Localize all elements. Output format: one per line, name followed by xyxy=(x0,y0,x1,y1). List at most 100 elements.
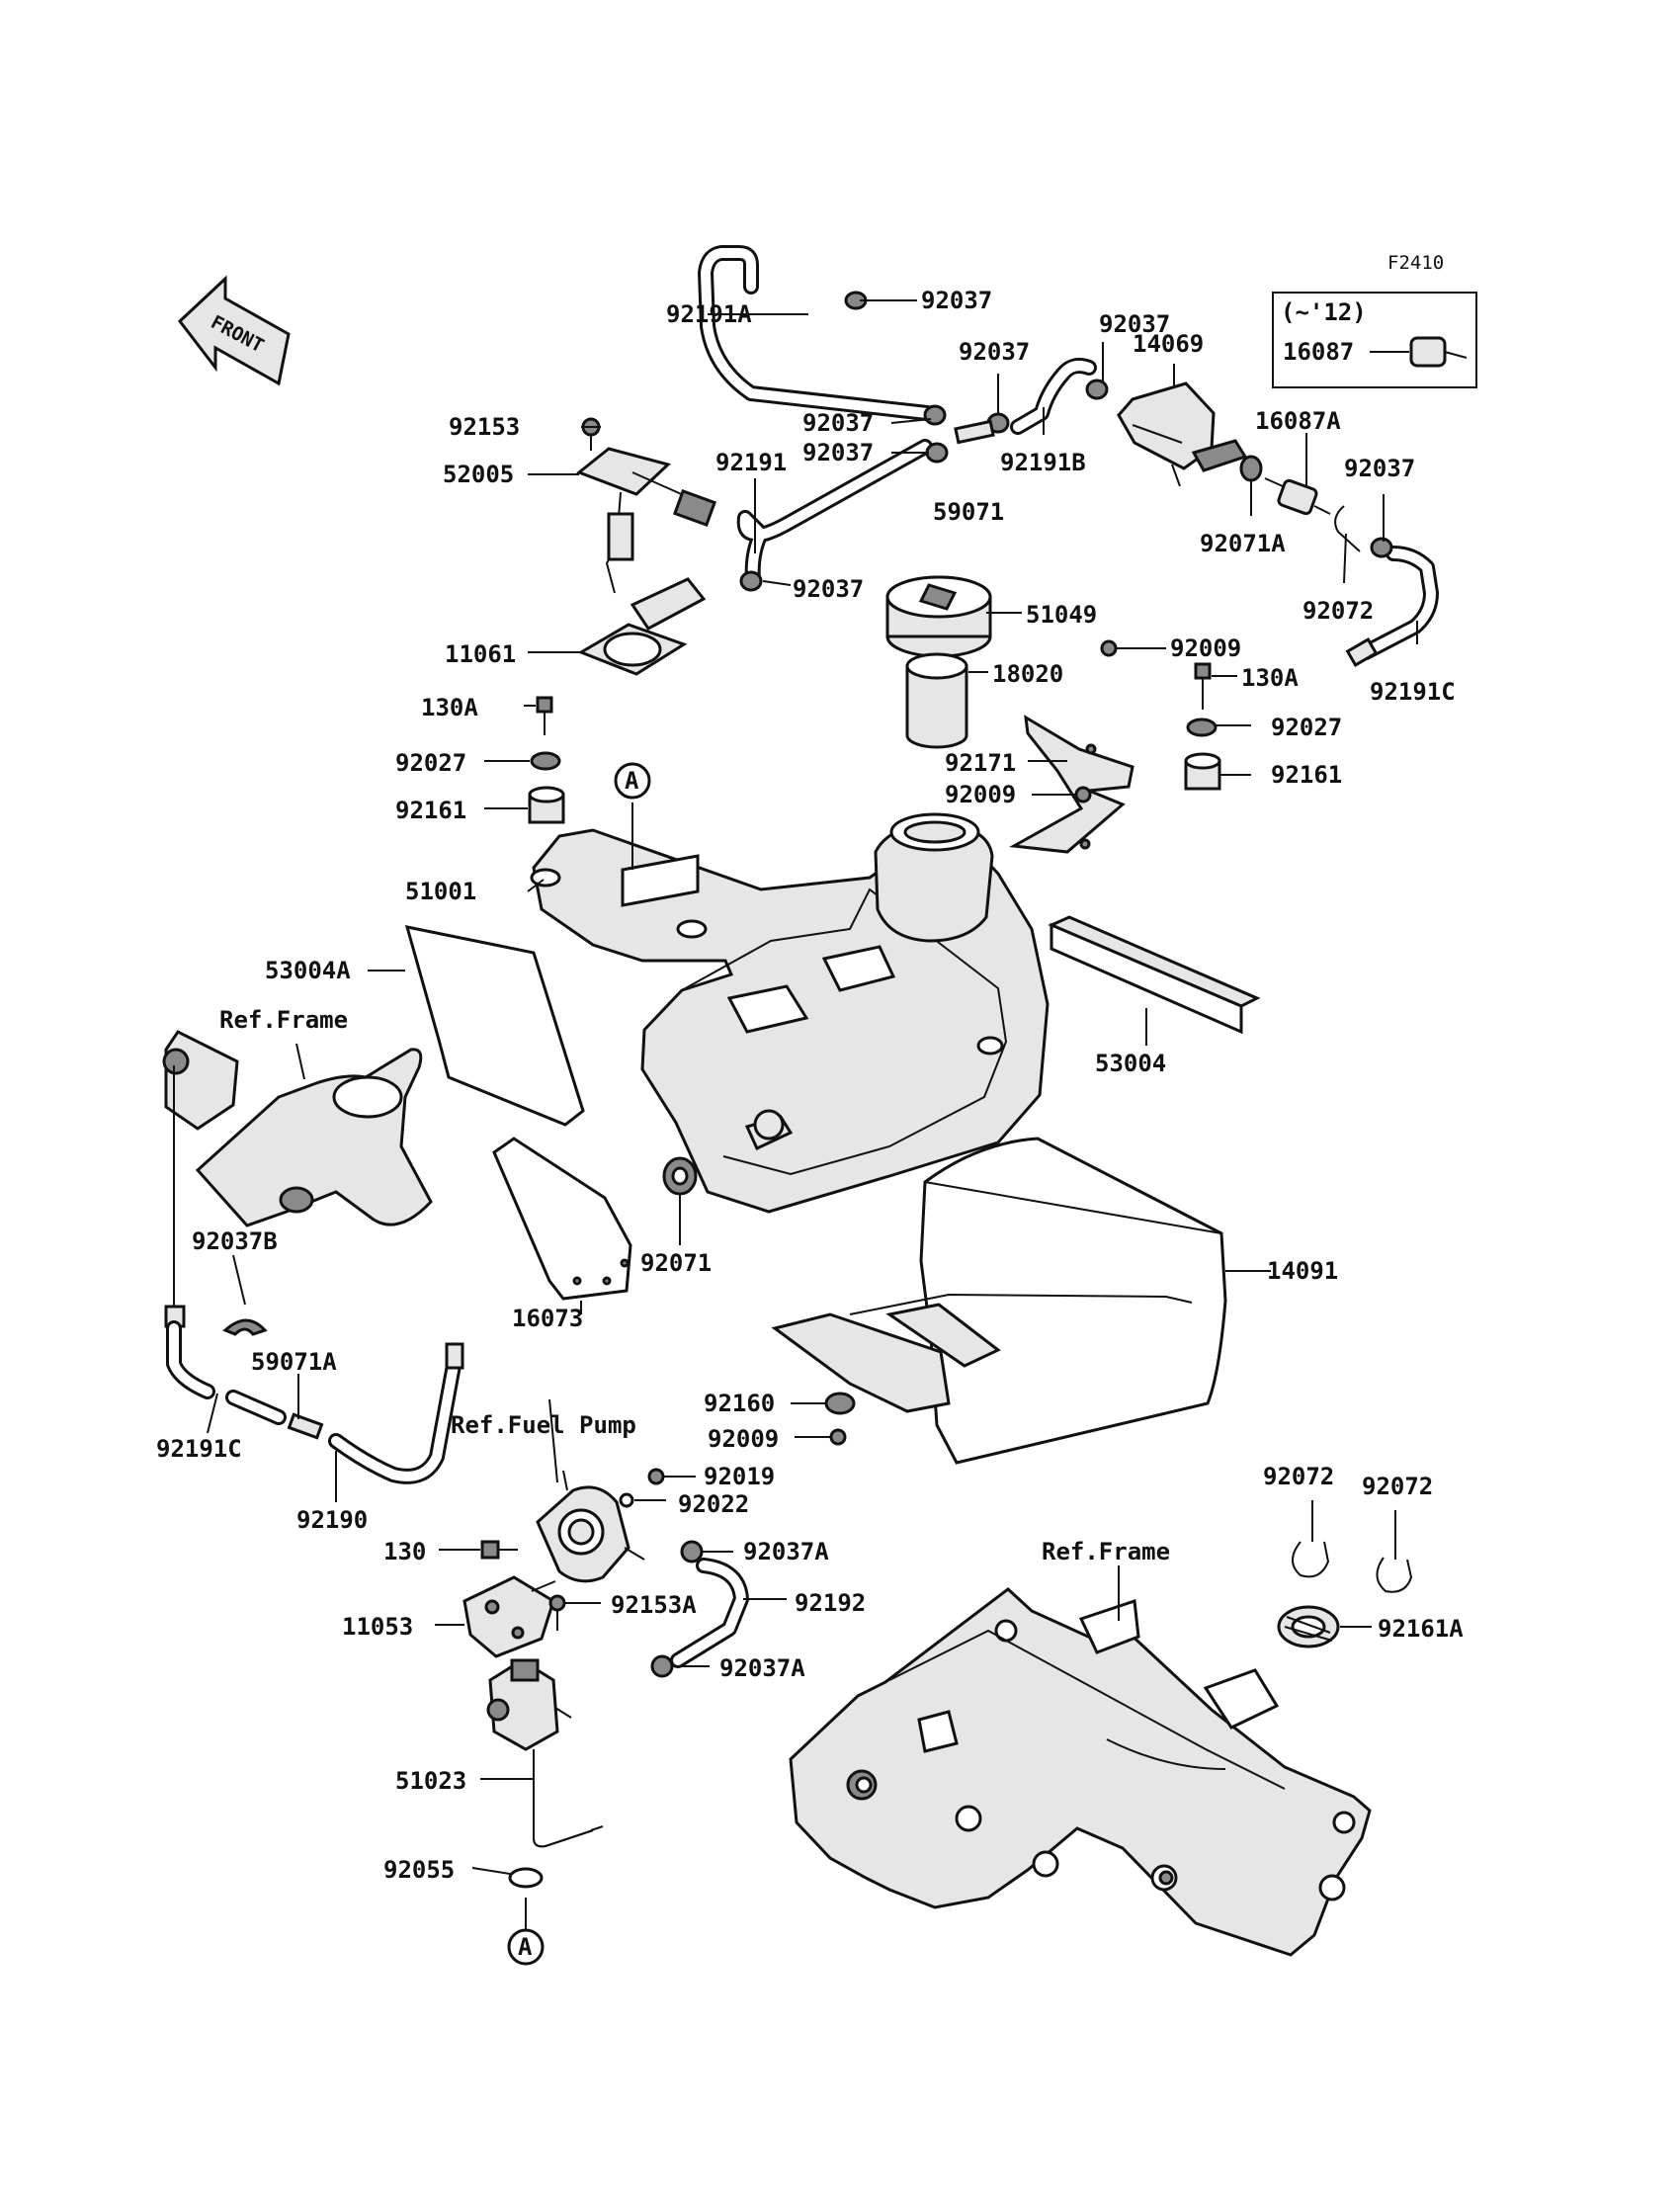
label-51049: 51049 xyxy=(1026,601,1097,629)
grommet-92071A xyxy=(1239,455,1263,482)
label-51001: 51001 xyxy=(405,878,476,905)
label-92072-right: 92072 xyxy=(1362,1473,1433,1500)
label-92153A: 92153A xyxy=(611,1591,697,1619)
bracket-92171 xyxy=(1009,715,1134,854)
washer-92027-left xyxy=(530,751,561,771)
ref-frame-left-label: Ref.Frame xyxy=(219,1006,348,1034)
oring-92055 xyxy=(508,1867,544,1889)
frame-right xyxy=(789,1587,1372,1957)
label-130A-left: 130A xyxy=(421,694,478,721)
label-92161A: 92161A xyxy=(1378,1615,1464,1643)
clamp-92072-left xyxy=(1292,1541,1330,1578)
frame-crossmember-left xyxy=(162,1030,433,1227)
damper-92161-right xyxy=(1184,752,1221,791)
label-92191C-low: 92191C xyxy=(156,1435,242,1463)
label-53004A: 53004A xyxy=(265,957,351,984)
label-92190: 92190 xyxy=(296,1506,368,1534)
label-92037B: 92037B xyxy=(192,1227,278,1255)
hose-92192 xyxy=(670,1558,749,1668)
clamp-92072-top xyxy=(1334,505,1361,552)
breather-hose-92191A xyxy=(698,245,935,421)
label-92192: 92192 xyxy=(795,1589,866,1617)
label-92009-c: 92009 xyxy=(708,1425,779,1453)
label-92037-d: 92037 xyxy=(802,439,874,466)
clamp-92072-right xyxy=(1376,1557,1413,1593)
label-16073: 16073 xyxy=(512,1305,583,1332)
hose-92191C-top xyxy=(1345,546,1439,667)
label-92161-right: 92161 xyxy=(1271,761,1342,789)
label-51023: 51023 xyxy=(395,1767,466,1795)
label-92037A-b: 92037A xyxy=(719,1654,805,1682)
damper-92161-left xyxy=(528,786,565,824)
label-16087A: 16087A xyxy=(1255,407,1341,435)
part-labels: 92191A 92037 92037 92037 14069 92153 520… xyxy=(156,287,1464,1884)
clamp-92037B xyxy=(222,1318,268,1336)
label-92037-a: 92037 xyxy=(959,338,1030,366)
screw-92009-c xyxy=(829,1428,847,1446)
callout-a-top-label: A xyxy=(625,767,639,795)
label-92019: 92019 xyxy=(704,1463,775,1490)
fuel-valve-51023 xyxy=(486,1658,604,1848)
label-92153: 92153 xyxy=(449,413,520,441)
label-52005: 52005 xyxy=(443,461,514,488)
label-11061: 11061 xyxy=(445,640,516,668)
clamp-92037-d xyxy=(1085,379,1109,400)
label-18020: 18020 xyxy=(992,660,1063,688)
label-92191B: 92191B xyxy=(1000,449,1086,476)
hose-92191 xyxy=(736,439,933,589)
joint-59071 xyxy=(954,419,995,445)
fuel-tank-51001 xyxy=(530,812,1050,1214)
inset-part-label: 16087 xyxy=(1283,338,1354,366)
strainer-18020 xyxy=(905,652,968,749)
washer-92022 xyxy=(619,1492,634,1508)
label-92072-top: 92072 xyxy=(1302,597,1374,625)
label-92171: 92171 xyxy=(945,749,1016,777)
label-92027-right: 92027 xyxy=(1271,714,1342,741)
leader-lines xyxy=(207,299,1418,1929)
label-92027-left: 92027 xyxy=(395,749,466,777)
label-92160: 92160 xyxy=(704,1390,775,1417)
label-92191A: 92191A xyxy=(666,300,752,328)
inset-range-label: (~'12) xyxy=(1281,298,1367,326)
inline-filter-small xyxy=(1409,336,1468,368)
hose-92191B xyxy=(1010,358,1097,435)
gasket-11061 xyxy=(577,623,688,676)
label-14091: 14091 xyxy=(1267,1257,1338,1285)
joint-59071A xyxy=(287,1412,324,1440)
damper-92161A xyxy=(1277,1605,1340,1648)
callout-a-bottom-label: A xyxy=(518,1933,533,1961)
label-92071A: 92071A xyxy=(1200,530,1286,557)
washer-92027-right xyxy=(1186,718,1218,737)
label-92161-left: 92161 xyxy=(395,797,466,824)
tank-tray-14091 xyxy=(771,1137,1227,1465)
label-92055: 92055 xyxy=(383,1856,455,1884)
fuel-cap-51049 xyxy=(885,575,992,658)
filter-16087A xyxy=(1264,477,1331,516)
clamp-92037A-a xyxy=(680,1540,704,1563)
fuel-level-sender-52005 xyxy=(576,418,717,631)
label-92072-left: 92072 xyxy=(1263,1463,1334,1490)
diagram-code: F2410 xyxy=(1387,252,1444,274)
label-92037-c: 92037 xyxy=(802,409,874,437)
callout-a-top: A xyxy=(614,762,651,800)
label-92009-b: 92009 xyxy=(945,781,1016,808)
ref-frame-right-label: Ref.Frame xyxy=(1042,1538,1170,1565)
label-92009-a: 92009 xyxy=(1170,634,1241,662)
label-92191C-top: 92191C xyxy=(1370,678,1456,706)
bolt-130 xyxy=(480,1540,518,1560)
clamp-92037-b xyxy=(925,442,949,464)
label-92071: 92071 xyxy=(640,1249,712,1277)
label-53004: 53004 xyxy=(1095,1050,1166,1077)
clamp-92037-a xyxy=(923,404,947,426)
label-130A-right: 130A xyxy=(1241,664,1299,692)
screw-92009-b xyxy=(1074,786,1092,803)
front-direction-arrow: FRONT xyxy=(177,275,291,386)
label-92037-e: 92037 xyxy=(1344,455,1415,482)
inset-box: (~'12) 16087 xyxy=(1272,292,1477,388)
bolt-130A-left xyxy=(536,696,553,735)
damper-92160 xyxy=(824,1392,856,1415)
clamp-92037A-b xyxy=(650,1654,674,1678)
callout-a-bottom: A xyxy=(507,1928,545,1966)
label-92022: 92022 xyxy=(678,1490,749,1518)
